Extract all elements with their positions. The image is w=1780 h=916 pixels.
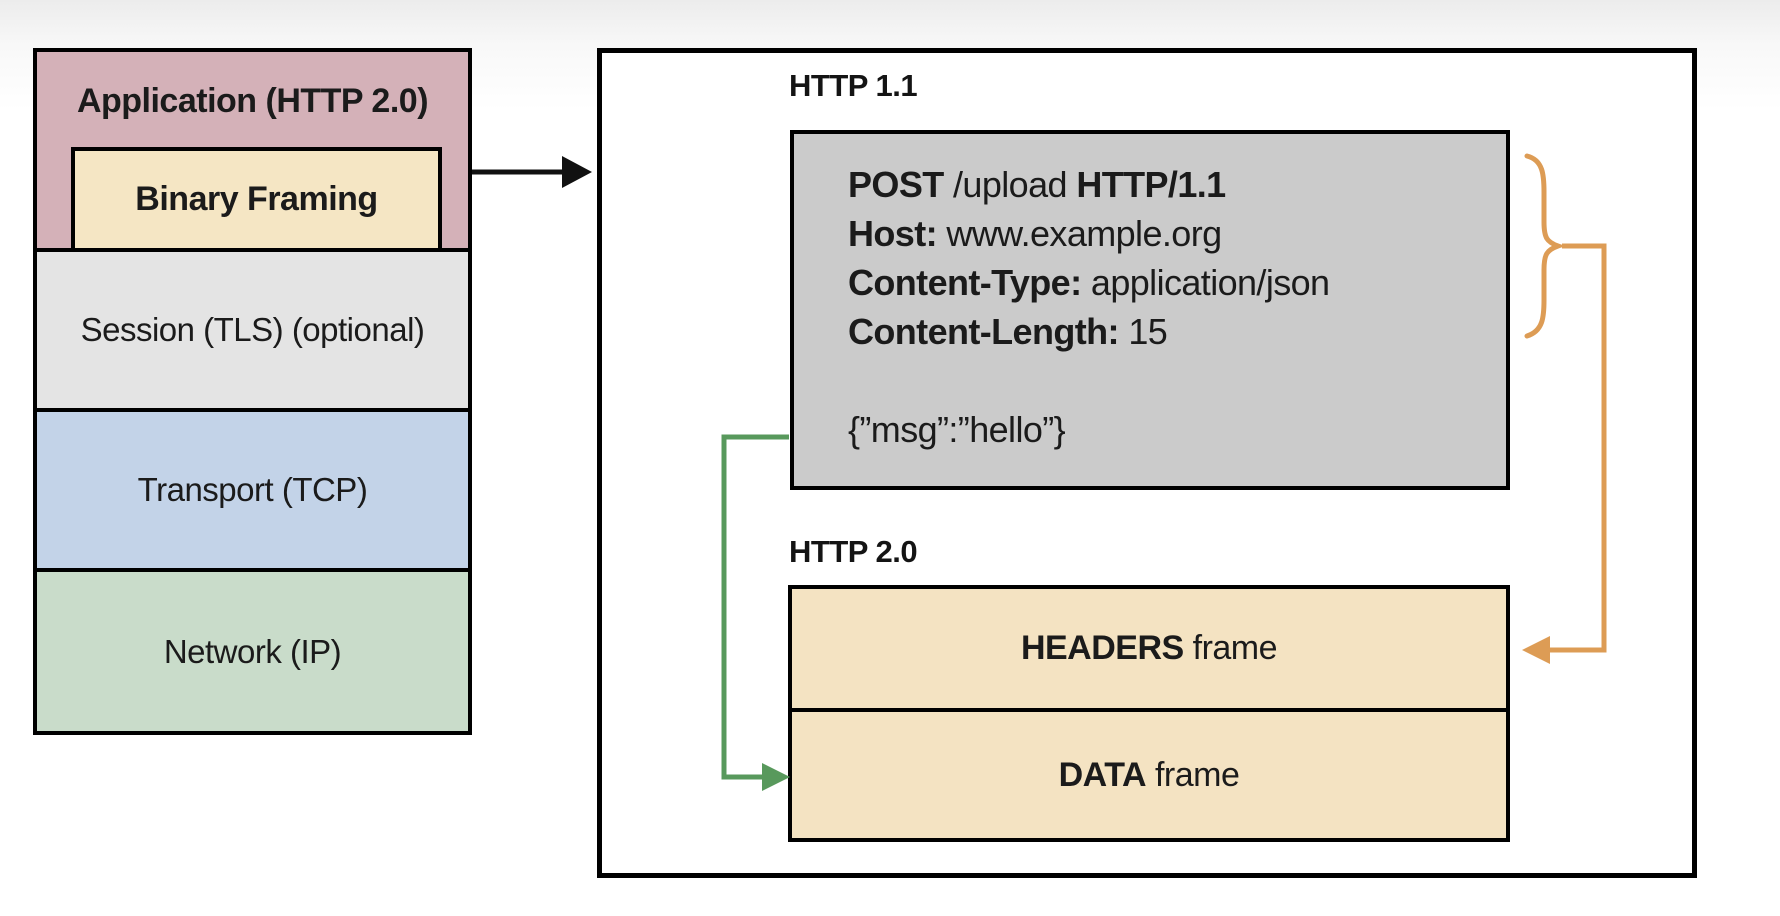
stack-layer-session: Session (TLS) (optional)	[33, 248, 472, 412]
network-label: Network (IP)	[163, 632, 342, 670]
application-label: Application (HTTP 2.0)	[76, 81, 429, 120]
headers-frame-box: HEADERS frame	[788, 585, 1510, 712]
data-frame-rest: frame	[1146, 755, 1240, 794]
data-frame-box: DATA frame	[788, 708, 1510, 842]
content-type-label: Content-Type:	[848, 262, 1091, 303]
host-value: www.example.org	[946, 213, 1222, 254]
headers-frame-rest: frame	[1183, 629, 1278, 667]
content-type-value: application/json	[1090, 262, 1330, 303]
request-method: POST	[848, 164, 954, 205]
request-body: {”msg”:”hello”}	[848, 409, 1066, 450]
host-header-line: Host: www.example.org	[848, 209, 1506, 258]
http11-title: HTTP 1.1	[789, 68, 918, 103]
data-frame-bold: DATA	[1058, 755, 1147, 794]
request-line: POST /upload HTTP/1.1	[848, 160, 1506, 209]
request-version: HTTP/1.1	[1076, 164, 1226, 205]
binary-framing-label: Binary Framing	[135, 180, 378, 218]
content-length-value: 15	[1128, 311, 1168, 352]
session-label: Session (TLS) (optional)	[80, 311, 425, 348]
content-length-label: Content-Length:	[848, 311, 1129, 352]
stack-layer-binary-framing: Binary Framing	[71, 147, 442, 252]
request-body-line: {”msg”:”hello”}	[848, 405, 1506, 454]
headers-frame-bold: HEADERS	[1020, 629, 1184, 667]
content-length-line: Content-Length: 15	[848, 307, 1506, 356]
stack-layer-transport: Transport (TCP)	[33, 408, 472, 572]
request-path: /upload	[953, 164, 1077, 205]
transport-label: Transport (TCP)	[137, 471, 368, 508]
http11-request-box: POST /upload HTTP/1.1 Host: www.example.…	[790, 130, 1510, 490]
stack-layer-network: Network (IP)	[33, 568, 472, 735]
stack-to-box-arrow-icon	[472, 156, 592, 188]
content-type-line: Content-Type: application/json	[848, 258, 1506, 307]
http20-title: HTTP 2.0	[789, 534, 918, 569]
host-label: Host:	[848, 213, 947, 254]
